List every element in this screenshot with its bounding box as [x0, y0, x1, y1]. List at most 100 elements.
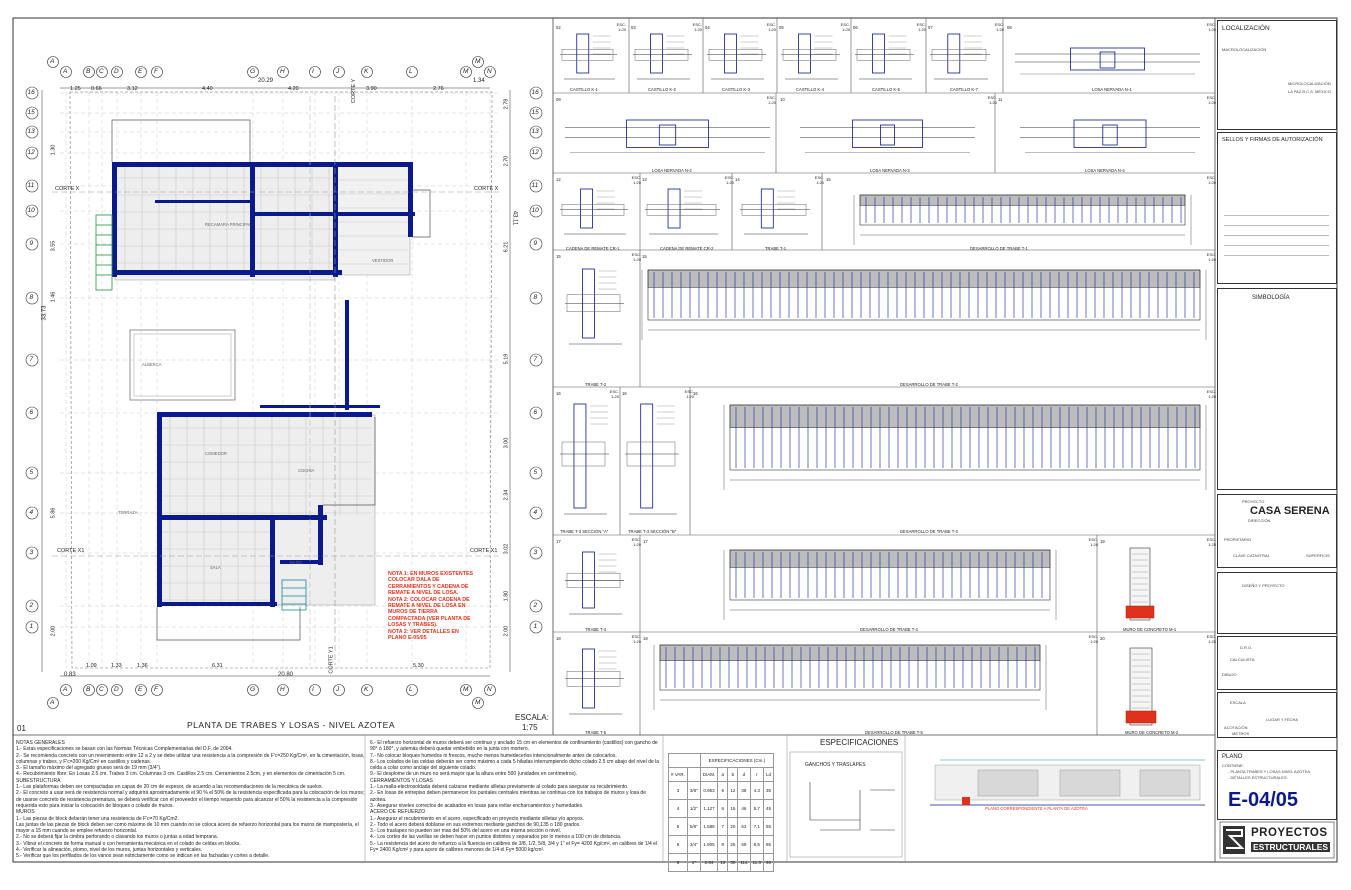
grid-number: 10	[531, 207, 539, 214]
grid-number: 2	[29, 602, 34, 609]
grid-number: 8	[29, 294, 34, 301]
calculista-label: CALCULISTA	[1230, 657, 1255, 662]
detail-number: 07	[928, 25, 933, 30]
sheet-number: E-04/05	[1228, 789, 1299, 811]
dim-value: 1.46	[50, 291, 57, 303]
grid-number: 15	[531, 109, 539, 116]
grid-number: 9	[29, 240, 34, 247]
grid-letter: G	[250, 68, 256, 75]
note-line: 7.- No colocar bloques humedos ni fresco…	[370, 752, 617, 759]
detail-number: 18	[643, 636, 648, 641]
detail-title: CASTILLO K-5	[872, 87, 900, 92]
detail-scale: ESC. 1:20	[631, 537, 641, 547]
logo-text-2: ESTRUCTURALES	[1251, 842, 1331, 852]
grid-letter: A	[50, 58, 55, 65]
detail-title: MURO DE CONCRETO M-1	[1123, 627, 1177, 632]
grid-letter: B	[86, 68, 91, 75]
note-line: 3.- Vibrar el concreto de forma manual o…	[16, 840, 241, 847]
red-note-line: COMPACTADA (VER PLANTA DE	[388, 615, 471, 622]
grid-letter: H	[280, 68, 285, 75]
grid-number: 5	[29, 469, 34, 476]
contiene-1: - PLANTA TRABES Y LOSAS NIVEL AZOTEA.	[1228, 769, 1312, 774]
dim-top-total: 20.29	[258, 78, 274, 84]
note-line: MUROS	[16, 809, 35, 816]
grid-letter: C	[99, 68, 104, 75]
detail-scale: ESC. 1:20	[724, 175, 734, 185]
dim-value: 2.00	[503, 625, 510, 637]
grid-letter: D	[114, 68, 119, 75]
symbols-title: SIMBOLOGÍA	[1252, 295, 1290, 301]
detail-scale: ESC. 1:25	[1206, 537, 1216, 547]
detail-number: 02	[556, 25, 561, 30]
contiene-2: - DETALLES ESTRUCTURALES.	[1228, 775, 1288, 780]
note-line: 1.- Las plataformas deben ser compactada…	[16, 784, 323, 791]
detail-scale: ESC. 1:20	[692, 22, 702, 32]
note-line: 2.- Todo el acero deberá doblarse en sus…	[370, 821, 581, 828]
grid-letter: J	[336, 686, 340, 693]
red-note-line: CERRAMIENTOS Y CADENA DE	[388, 583, 469, 590]
grid-number: 1	[533, 623, 538, 630]
detail-scale: ESC. 1:20	[1088, 634, 1098, 644]
detail-title: LOSA NERVADA N-3	[870, 168, 910, 173]
detail-title: MURO DE CONCRETO M-2	[1125, 730, 1179, 735]
grid-number: 12	[27, 149, 35, 156]
room-label: RECAMARA PRINCIPAL	[205, 222, 252, 227]
spec-header: a	[717, 767, 729, 782]
grid-number: 7	[533, 356, 538, 363]
grid-number: 4	[29, 509, 34, 516]
detail-number: 12	[556, 177, 561, 182]
surface-label: SUPERFICIE	[1306, 553, 1331, 558]
plan-title: PLANTA DE TRABES Y LOSAS - NIVEL AZOTEA	[187, 720, 395, 730]
detail-scale: ESC. 1:20	[1206, 252, 1216, 262]
dim-right-total: 43.11	[511, 210, 518, 226]
grid-number: 9	[533, 240, 538, 247]
detail-number: 09	[556, 97, 561, 102]
grid-number: 15	[27, 109, 35, 116]
detail-number: 15	[556, 254, 561, 259]
detail-title: CASTILLO K-7	[950, 87, 978, 92]
dim-value: 2.70	[503, 155, 510, 167]
red-note-line: NOTA 1: EN MUROS EXISTENTES	[388, 571, 474, 577]
dim-value: 5.30	[413, 663, 424, 669]
detail-number: 04	[705, 25, 710, 30]
dim-value: 3.02	[503, 543, 510, 555]
grid-letter: K	[364, 68, 369, 75]
dim-value: 2.34	[503, 489, 510, 501]
detail-scale: ESC. 1:25	[1206, 634, 1216, 644]
dim-value: 1.36	[137, 663, 148, 669]
detail-number: 16	[556, 391, 561, 396]
title-block-location: LOCALIZACIÓN MACROLOCALIZACIÓN MICROLOCA…	[1217, 20, 1337, 130]
dim-value: 6.21	[503, 241, 510, 253]
grid-letter: G	[250, 686, 256, 693]
grid-letter: I	[312, 686, 314, 693]
spec-header: r	[749, 767, 764, 782]
contiene-label: CONTIENE:	[1222, 763, 1244, 768]
dim-value: 3.90	[366, 86, 377, 92]
room-label: COMEDOR	[205, 451, 227, 456]
detail-scale: ESC. 1:20	[766, 95, 776, 105]
detail-scale: ESC. 1:20	[1206, 389, 1216, 399]
grid-number: 3	[533, 549, 538, 556]
detail-scale: ESC. 1:20	[631, 634, 641, 644]
detail-title: LOSA NERVADA N-2	[652, 168, 692, 173]
note-line: 2.- El concreto a usar será de resistenc…	[16, 790, 365, 809]
detail-title: DESARROLLO DE TRABE T-5	[865, 730, 923, 735]
detail-scale: ESC. 1:20	[994, 22, 1004, 32]
detail-scale: ESC. 1:20	[1206, 175, 1216, 185]
grid-letter: E	[138, 686, 143, 693]
grid-number: 8	[533, 294, 538, 301]
note-line: 3.- Asegurar niveles correctos de acabad…	[370, 802, 584, 809]
specs-title: ESPECIFICACIONES	[820, 738, 899, 747]
spec-header: b	[727, 767, 739, 782]
site-caption: PLANO CORRESPONDIENTE A PLANTA DE AZOTEA	[985, 806, 1088, 811]
red-note-line: LOSAS Y TRABES).	[388, 622, 438, 629]
room-label: TERRAZA	[118, 510, 138, 515]
grid-letter: E	[138, 68, 143, 75]
detail-title: CASTILLO K-1	[570, 87, 598, 92]
general-notes-right: 6.- El refuerzo horizontal de muros debe…	[370, 740, 660, 853]
note-line: 1.- Asegurar el recubrimiento en el acer…	[370, 815, 585, 822]
detail-number: 17	[643, 539, 648, 544]
